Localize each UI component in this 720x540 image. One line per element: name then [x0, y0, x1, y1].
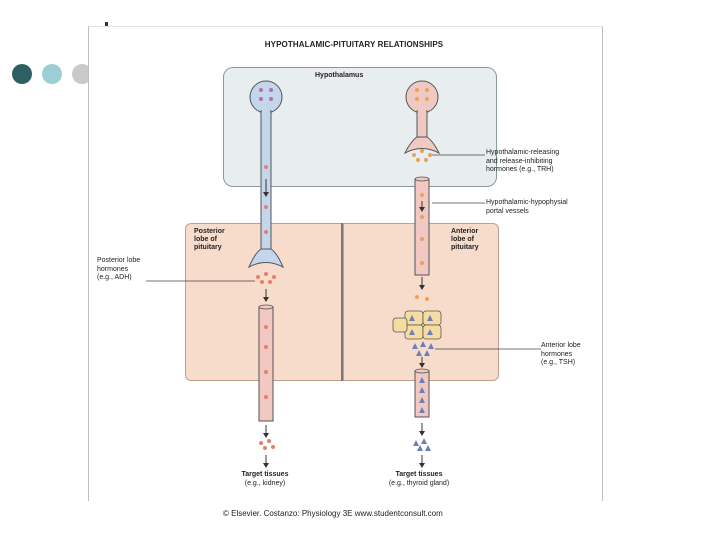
diagram-artwork	[146, 80, 541, 468]
slide-dot-dark	[12, 64, 32, 84]
target-tissues-left: Target tissues (e.g., kidney)	[220, 471, 310, 488]
anterior-pituitary-cells	[392, 310, 442, 340]
slide-decoration-dots	[12, 64, 92, 86]
left-capillary	[258, 304, 274, 422]
right-target-hormones	[413, 438, 431, 451]
posterior-hormones-annotation: Posterior lobe hormones (e.g., ADH)	[97, 257, 141, 281]
pituitary-divider	[341, 223, 343, 381]
right-capillary	[414, 368, 430, 418]
hypothalamus-label: Hypothalamus	[315, 72, 364, 79]
copyright-notice: © Elsevier. Costanzo: Physiology 3E www.…	[223, 509, 443, 518]
target-tissues-left-heading: Target tissues	[241, 471, 289, 478]
releasing-hormones-annotation: Hypothalamic-releasing and release-inhib…	[486, 149, 560, 173]
anterior-released-hormones	[412, 341, 434, 356]
target-tissues-right: Target tissues (e.g., thyroid gland)	[374, 471, 464, 488]
left-neuron	[247, 80, 285, 269]
right-neuron	[403, 80, 441, 155]
target-tissues-left-example: (e.g., kidney)	[244, 479, 286, 487]
figure-title: HYPOTHALAMIC-PITUITARY RELATIONSHIPS	[264, 40, 444, 49]
anterior-hormones-annotation: Anterior lobe hormones (e.g., TSH)	[541, 342, 581, 366]
slide-dot-light	[42, 64, 62, 84]
target-tissues-right-heading: Target tissues	[395, 471, 443, 478]
figure-frame: HYPOTHALAMIC-PITUITARY RELATIONSHIPS	[88, 26, 603, 518]
slide-dot-grey	[72, 64, 92, 84]
portal-vessel	[414, 176, 430, 276]
left-target-hormones	[259, 439, 275, 450]
left-released-hormones	[256, 272, 276, 284]
posterior-lobe-label: Posterior lobe of pituitary	[194, 228, 225, 251]
target-tissues-right-example: (e.g., thyroid gland)	[388, 479, 450, 487]
anterior-lobe-label: Anterior lobe of pituitary	[451, 228, 479, 251]
portal-vessels-annotation: Hypothalamic-hypophysial portal vessels	[486, 199, 568, 215]
right-released-hormones	[412, 149, 432, 162]
